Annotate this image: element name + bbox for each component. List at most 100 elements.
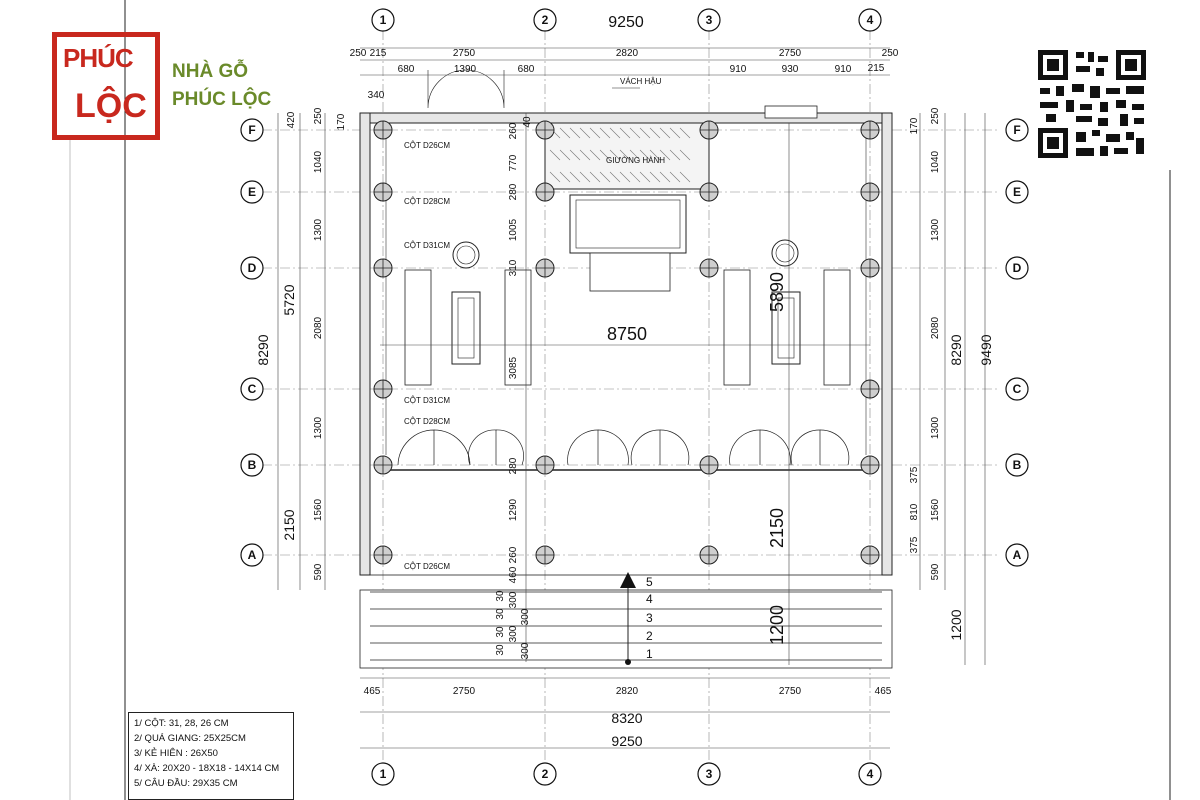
main-door xyxy=(427,69,505,109)
dim-bottom-seg-2: 2750 xyxy=(453,686,476,697)
note-item: 4/ XÀ: 20X20 - 18X18 - 14X14 CM xyxy=(134,763,280,774)
axis-col-4-bottom: 4 xyxy=(867,767,874,781)
dim-top-seg-4: 2820 xyxy=(616,48,639,59)
dim-top-seg-2: 215 xyxy=(370,48,387,59)
label-column-6: CỘT D26CM xyxy=(404,562,450,571)
axis-col-2-bottom: 2 xyxy=(542,767,549,781)
qr-code-icon xyxy=(1036,48,1148,160)
dim-center-2: 40 xyxy=(522,116,533,128)
axis-row-e-left: E xyxy=(248,185,256,199)
dim-left-inner-1: 250 xyxy=(313,107,324,124)
note-item: 1/ CỘT: 31, 28, 26 CM xyxy=(134,718,229,729)
dim-top-seg-3: 2750 xyxy=(453,48,476,59)
dim-left-420: 420 xyxy=(286,111,297,128)
left-dimensions: 420 5720 2150 8290 250 170 1040 1300 208… xyxy=(255,107,347,580)
axis-col-4-top: 4 xyxy=(867,13,874,27)
bottom-dimensions: 465 2750 2820 2750 465 8320 9250 xyxy=(364,686,892,749)
dim-left-8290: 8290 xyxy=(255,334,271,365)
dim-right-inner-7: 1560 xyxy=(930,498,941,521)
dim-center-9: 1290 xyxy=(508,498,519,521)
step-dim-b2: 300 xyxy=(520,608,531,625)
label-column-5: CỘT D28CM xyxy=(404,417,450,426)
step-numbers: 5 4 3 2 1 xyxy=(646,575,653,661)
dim-bottom-seg-3: 2820 xyxy=(616,686,639,697)
dim-left-5720: 5720 xyxy=(281,284,297,315)
furniture xyxy=(404,239,851,386)
dim-top-seg-5: 2750 xyxy=(779,48,802,59)
columns xyxy=(373,120,880,565)
dim-left-inner-8: 590 xyxy=(313,563,324,580)
axis-row-c-right: C xyxy=(1013,382,1022,396)
dim-window-2: 930 xyxy=(782,64,799,75)
dim-center-width: 8750 xyxy=(607,324,647,344)
dim-front-depth: 2150 xyxy=(767,508,787,548)
axis-col-1-top: 1 xyxy=(380,13,387,27)
axis-row-d-left: D xyxy=(248,261,257,275)
dim-center-4: 280 xyxy=(508,183,519,200)
brand-name-line2: PHÚC LỘC xyxy=(172,89,272,110)
step-number-4: 4 xyxy=(646,592,653,606)
label-column-1: CỘT D26CM xyxy=(404,141,450,150)
dim-window-1: 910 xyxy=(730,64,747,75)
dim-left-inner-6: 1300 xyxy=(313,416,324,439)
dim-right-inner-5: 2080 xyxy=(930,316,941,339)
step-dim-a4: 30 xyxy=(495,644,506,656)
dim-left-inner-4: 1300 xyxy=(313,218,324,241)
dim-top-total: 9250 xyxy=(608,14,644,31)
axis-col-3-top: 3 xyxy=(706,13,713,27)
dim-right-sub-1: 375 xyxy=(909,466,920,483)
dim-center-11: 460 xyxy=(508,566,519,583)
dim-right-1200: 1200 xyxy=(948,609,964,640)
brand-name-line1: NHÀ GỖ xyxy=(172,61,248,82)
axis-row-b-left: B xyxy=(248,458,257,472)
dim-right-inner-6: 1300 xyxy=(930,416,941,439)
dim-center-3: 770 xyxy=(508,154,519,171)
dim-right-inner-2: 250 xyxy=(930,107,941,124)
dim-bottom-seg-1: 465 xyxy=(364,686,381,697)
axis-col-3-bottom: 3 xyxy=(706,767,713,781)
step-number-5: 5 xyxy=(646,575,653,589)
dim-bottom-seg-5: 465 xyxy=(875,686,892,697)
bed xyxy=(544,122,710,190)
axis-row-f-right: F xyxy=(1013,123,1020,137)
dim-right-inner-1: 170 xyxy=(909,117,920,134)
step-number-2: 2 xyxy=(646,629,653,643)
label-column-3: CỘT D31CM xyxy=(404,241,450,250)
note-item: 3/ KẺ HIÊN : 26X50 xyxy=(134,748,218,759)
logo-text-line1: PHÚC xyxy=(63,43,134,73)
note-item: 5/ CÂU ĐẦU: 29X35 CM xyxy=(134,778,238,789)
building-walls xyxy=(359,105,893,576)
brand-logo: PHÚC LỘC xyxy=(52,32,160,140)
step-number-3: 3 xyxy=(646,611,653,625)
step-dim-b3: 300 xyxy=(508,625,519,642)
dim-left-inner-3: 1040 xyxy=(313,150,324,173)
label-back-wall: VÁCH HẬU xyxy=(620,77,662,86)
dim-door-3: 680 xyxy=(518,64,535,75)
axis-row-b-right: B xyxy=(1013,458,1022,472)
axis-row-c-left: C xyxy=(248,382,257,396)
step-dim-b4: 300 xyxy=(520,642,531,659)
dim-center-10: 260 xyxy=(508,546,519,563)
dim-center-7: 3085 xyxy=(508,356,519,379)
dim-center-depth: 5890 xyxy=(767,272,787,312)
plan-labels: VÁCH HẬU GIƯỜNG HÀNH CỘT D26CM CỘT D28CM… xyxy=(404,77,665,571)
dim-steps-depth: 1200 xyxy=(767,605,787,645)
front-doors xyxy=(397,429,850,466)
note-item: 2/ QUÁ GIANG: 25X25CM xyxy=(134,733,246,744)
axis-col-1-bottom: 1 xyxy=(380,767,387,781)
dim-right-8290: 8290 xyxy=(948,334,964,365)
notes-box: 1/ CỘT: 31, 28, 26 CM 2/ QUÁ GIANG: 25X2… xyxy=(128,712,294,800)
label-bed: GIƯỜNG HÀNH xyxy=(606,156,665,165)
dim-bottom-inner: 8320 xyxy=(611,710,642,726)
dim-right-9490: 9490 xyxy=(978,334,994,365)
dim-center-6: 310 xyxy=(508,259,519,276)
step-dim-a3: 30 xyxy=(495,626,506,638)
label-column-2: CỘT D28CM xyxy=(404,197,450,206)
top-dimensions: 9250 250 215 2750 2820 2750 250 215 680 … xyxy=(350,14,899,101)
axis-row-a-right: A xyxy=(1013,548,1022,562)
axis-row-a-left: A xyxy=(248,548,257,562)
dim-left-inner-5: 2080 xyxy=(313,316,324,339)
dim-right-sub-3: 375 xyxy=(909,536,920,553)
step-dim-a1: 30 xyxy=(495,590,506,602)
